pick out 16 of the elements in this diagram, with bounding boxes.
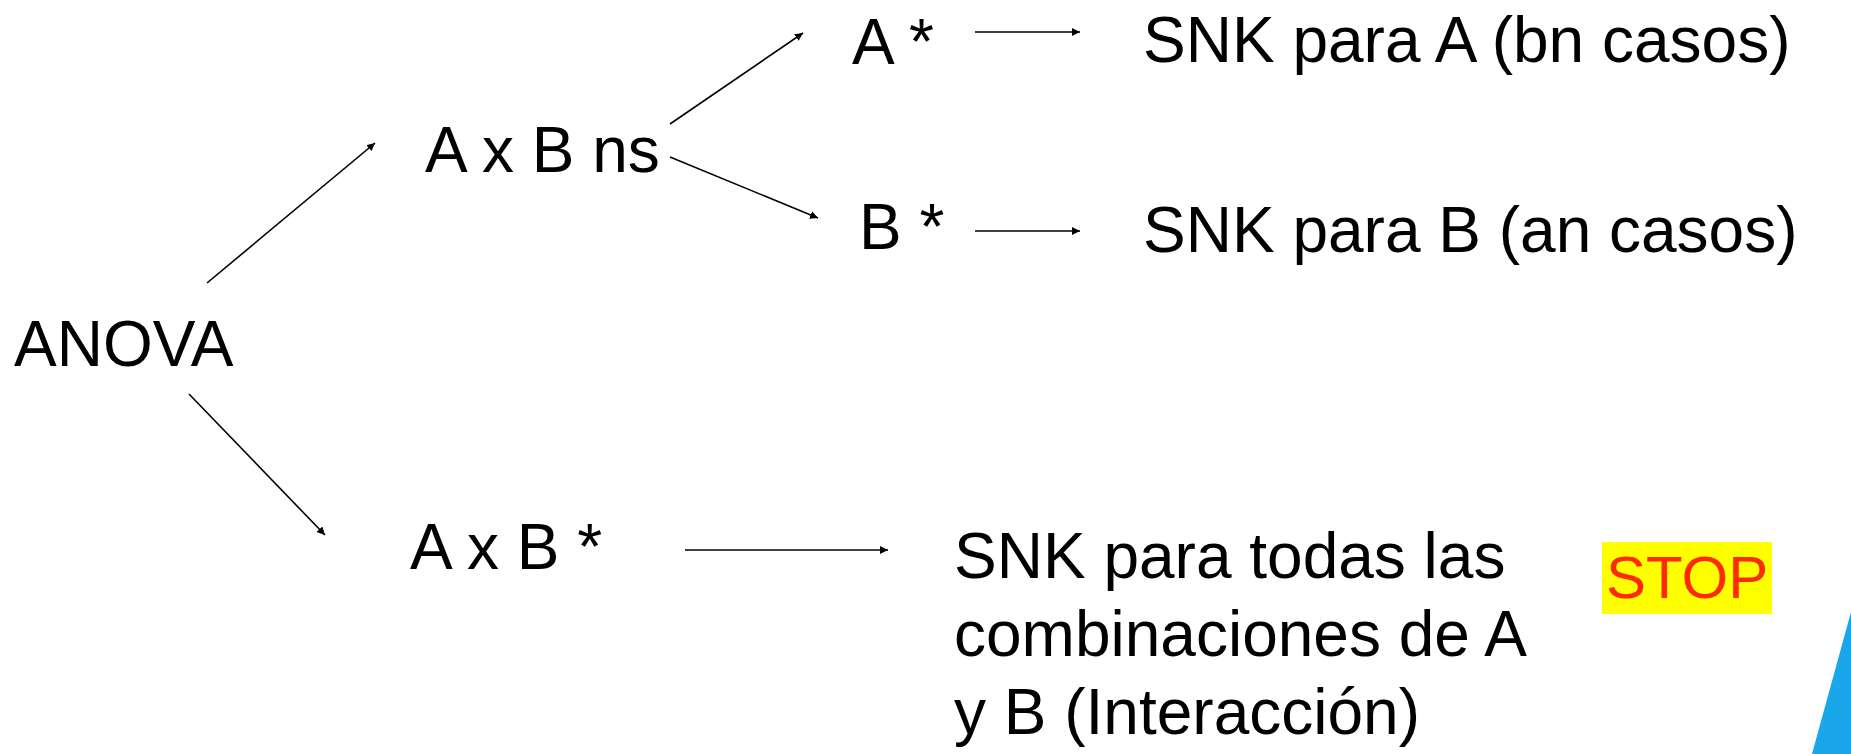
step-text: SNK para B (an casos) [1143, 194, 1798, 266]
step-text: B * [859, 192, 945, 263]
stop-sign: STOP [1602, 541, 1773, 614]
arrow [684, 546, 889, 554]
arrow [206, 142, 376, 284]
step-text: A * [852, 7, 934, 78]
arrow [974, 227, 1081, 235]
result-text: SNK para todas las combinaciones de A y B (Interacción) [954, 519, 1526, 750]
step-text: ANOVA [14, 309, 234, 380]
arrow [974, 28, 1081, 36]
arrow [188, 393, 326, 536]
step-text: A x B * [410, 512, 603, 583]
arrow [669, 156, 819, 219]
step-text: SNK para A (bn casos) [1143, 4, 1791, 76]
step-text: A x B ns [425, 114, 660, 186]
arrow [669, 32, 804, 125]
